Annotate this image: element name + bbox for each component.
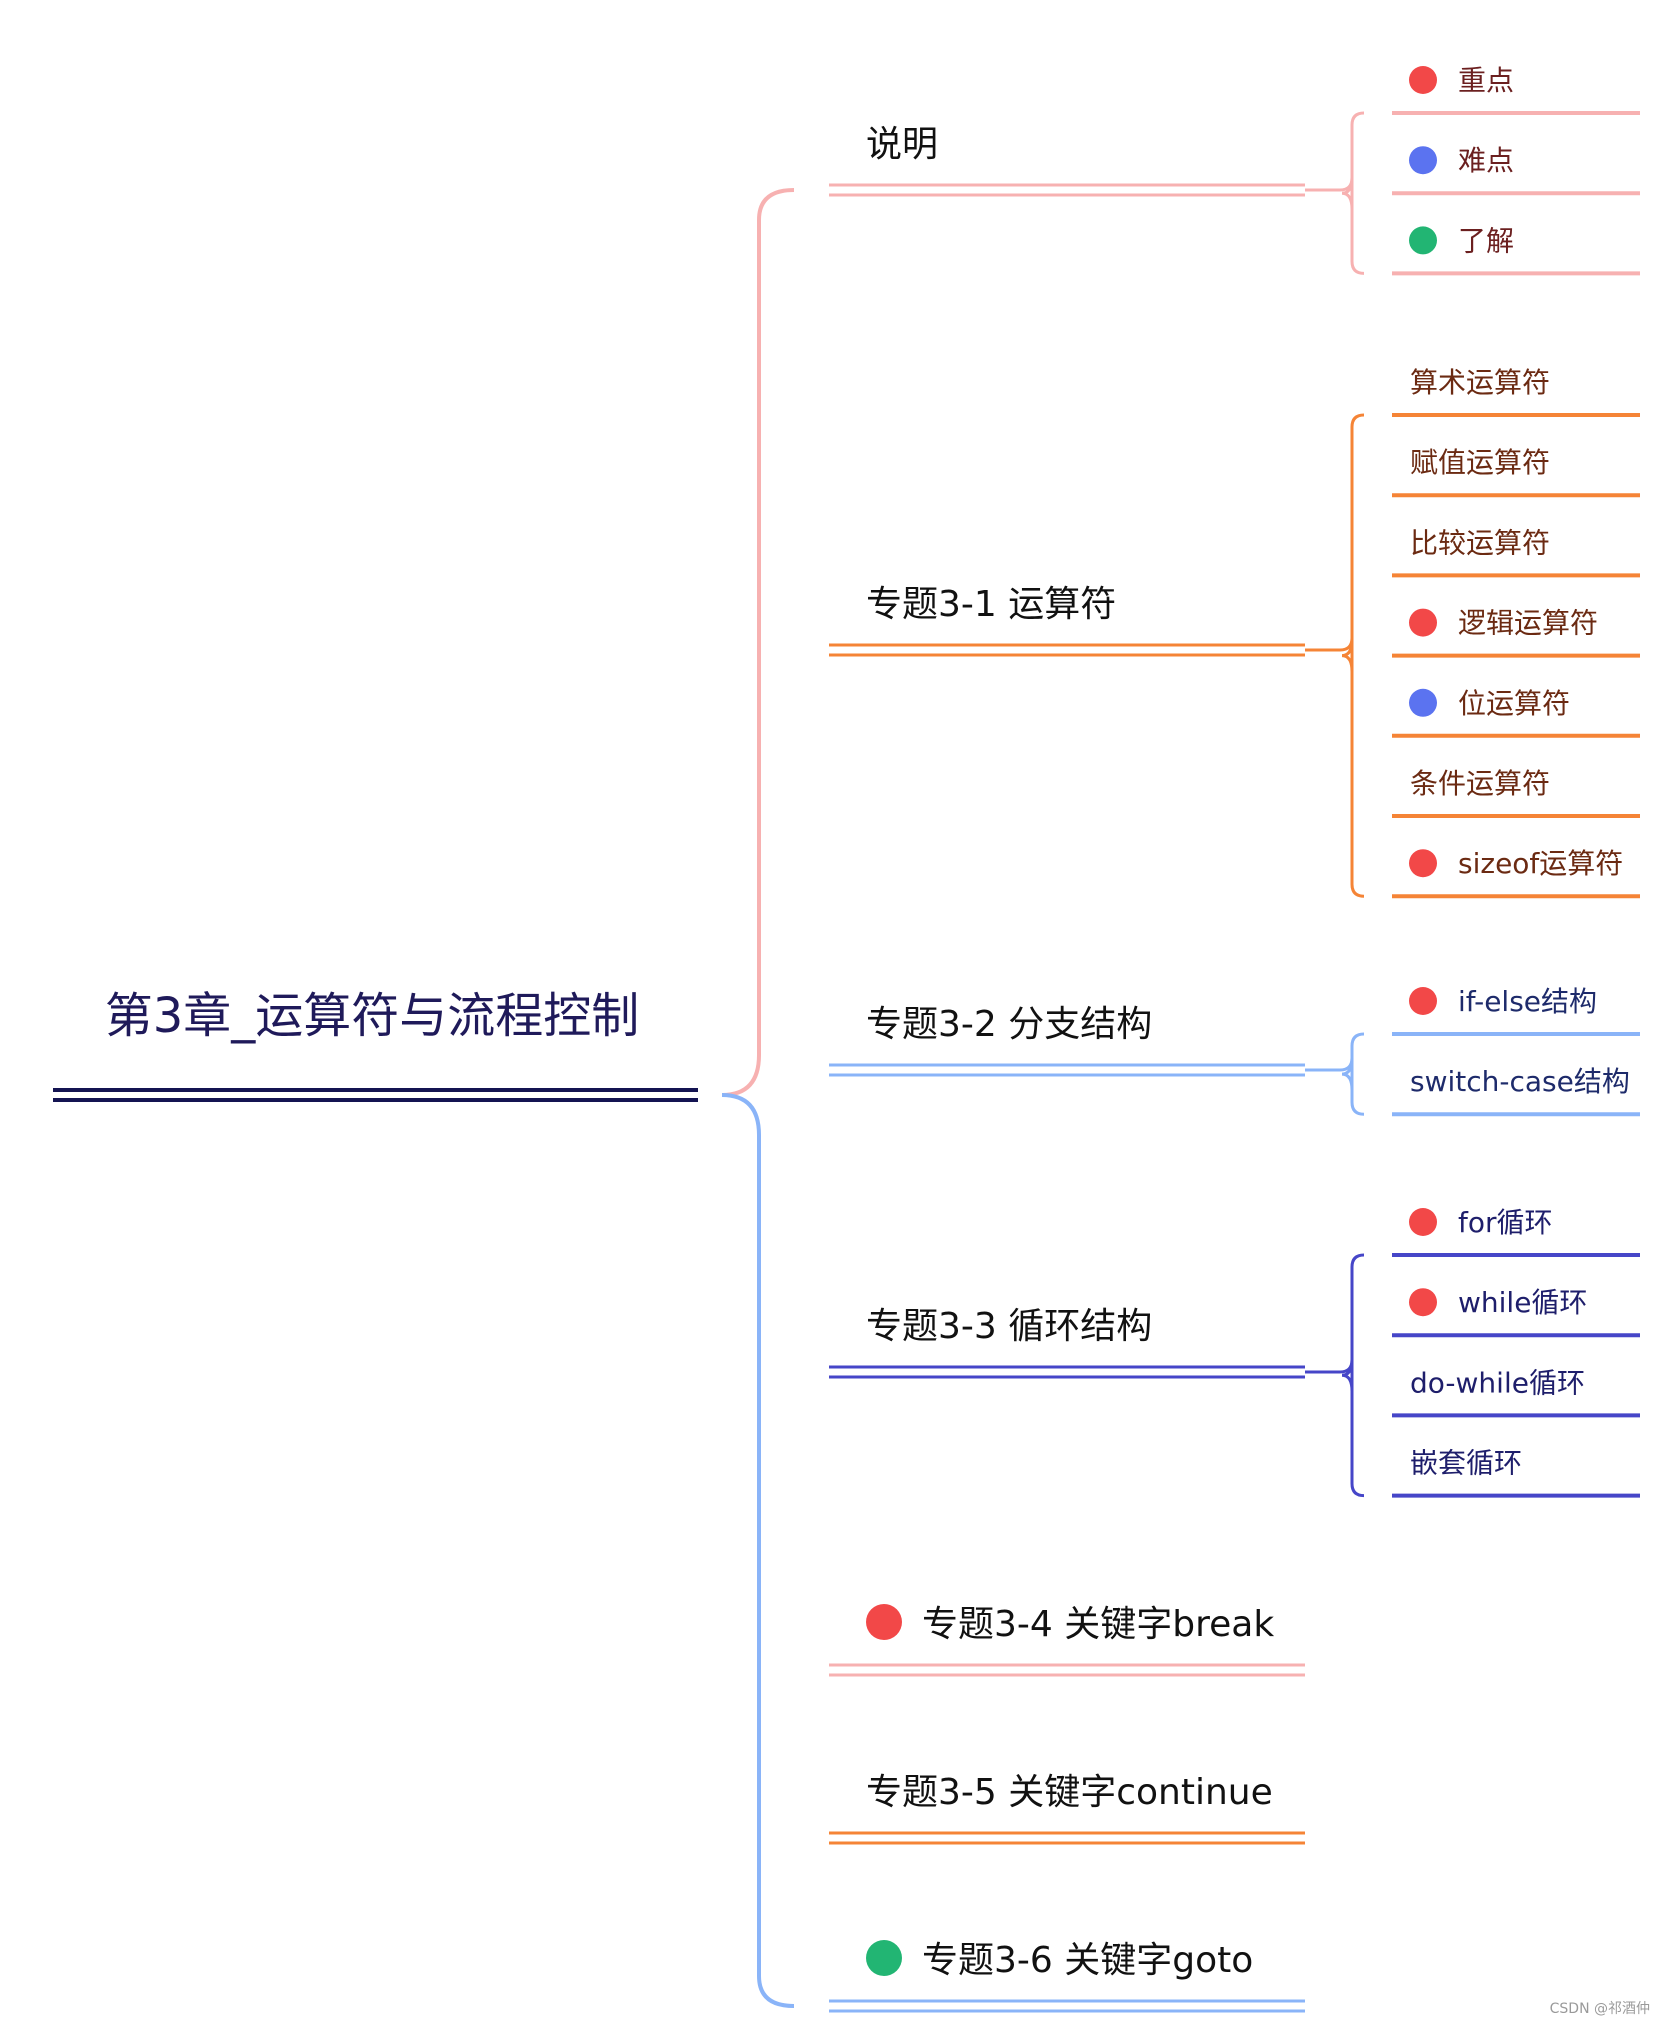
subtopic-label: 逻辑运算符 xyxy=(1458,607,1598,640)
topic-label: 专题3-3 循环结构 xyxy=(866,1306,1152,1347)
subtopic-label: 赋值运算符 xyxy=(1410,446,1550,479)
subtopic-label: 位运算符 xyxy=(1458,687,1570,720)
red-dot-marker-icon xyxy=(1409,1288,1437,1317)
red-dot-marker-icon xyxy=(1409,608,1437,637)
subtopic-label: do-while循环 xyxy=(1410,1366,1585,1399)
topic-label: 专题3-5 关键字continue xyxy=(866,1772,1273,1813)
subtopic-node[interactable]: 位运算符 xyxy=(1392,687,1640,738)
topic-label: 专题3-6 关键字goto xyxy=(922,1940,1253,1981)
topic-label: 专题3-4 关键字break xyxy=(922,1604,1274,1645)
subtopic-label: 重点 xyxy=(1458,64,1514,97)
subtopic-label: 难点 xyxy=(1458,144,1514,177)
subtopic-node[interactable]: 嵌套循环 xyxy=(1392,1447,1640,1498)
subtopic-label: 算术运算符 xyxy=(1410,366,1550,399)
blue-dot-marker-icon xyxy=(1409,688,1437,717)
topic-node[interactable]: 专题3-4 关键字break xyxy=(829,1604,1305,1677)
subtopic-node[interactable]: sizeof运算符 xyxy=(1392,847,1640,899)
subtopic-node[interactable]: for循环 xyxy=(1392,1206,1640,1257)
topic-children-connector xyxy=(1305,1032,1365,1116)
red-dot-marker-icon xyxy=(866,1604,902,1640)
topic-node[interactable]: 专题3-5 关键字continue xyxy=(829,1772,1305,1845)
topic-children-connector xyxy=(1305,413,1365,898)
topic-children-connector xyxy=(1305,1253,1365,1498)
subtopic-node[interactable]: 算术运算符 xyxy=(1392,366,1640,417)
subtopic-label: 条件运算符 xyxy=(1410,767,1550,800)
subtopic-label: while循环 xyxy=(1458,1286,1587,1319)
connector-layer xyxy=(721,111,1365,2008)
red-dot-marker-icon xyxy=(1409,849,1437,878)
red-dot-marker-icon xyxy=(1409,987,1437,1015)
brace-notch xyxy=(1341,1058,1354,1091)
brace-notch xyxy=(1341,639,1354,672)
subtopic-node[interactable]: 了解 xyxy=(1392,224,1640,276)
subtopic-node[interactable]: 重点 xyxy=(1392,64,1640,115)
red-dot-marker-icon xyxy=(1409,66,1437,94)
blue-dot-marker-icon xyxy=(1409,146,1437,175)
subtopic-label: 嵌套循环 xyxy=(1410,1447,1522,1480)
subtopic-node[interactable]: 难点 xyxy=(1392,144,1640,196)
topic-children-connector xyxy=(1305,111,1365,275)
brace-notch xyxy=(1341,177,1354,210)
red-dot-marker-icon xyxy=(1409,1208,1437,1236)
subtopic-label: 了解 xyxy=(1458,224,1514,257)
subtopic-label: for循环 xyxy=(1458,1206,1553,1239)
topic-node[interactable]: 专题3-6 关键字goto xyxy=(829,1940,1305,2013)
subtopic-label: switch-case结构 xyxy=(1410,1065,1630,1098)
topic-label: 专题3-1 运算符 xyxy=(866,584,1116,625)
subtopic-label: sizeof运算符 xyxy=(1458,847,1623,880)
subtopic-node[interactable]: 逻辑运算符 xyxy=(1392,607,1640,658)
subtopic-label: if-else结构 xyxy=(1458,985,1597,1018)
subtopic-node[interactable]: while循环 xyxy=(1392,1286,1640,1338)
green-dot-marker-icon xyxy=(866,1940,902,1976)
subtopic-node[interactable]: do-while循环 xyxy=(1392,1366,1640,1418)
root-node[interactable]: 第3章_运算符与流程控制 xyxy=(53,988,698,1102)
subtopic-node[interactable]: switch-case结构 xyxy=(1392,1065,1640,1117)
subtopic-node[interactable]: if-else结构 xyxy=(1392,985,1640,1036)
root-upper-connector xyxy=(721,188,795,1097)
green-dot-marker-icon xyxy=(1409,226,1437,255)
topic-label: 专题3-2 分支结构 xyxy=(866,1004,1152,1045)
watermark: CSDN @祁酒仲 xyxy=(1550,2001,1650,2017)
brace-notch xyxy=(1341,1359,1354,1392)
topic-node[interactable]: 专题3-2 分支结构 if-else结构 switch-case结构 xyxy=(829,985,1640,1117)
subtopic-node[interactable]: 条件运算符 xyxy=(1392,767,1640,818)
subtopic-node[interactable]: 比较运算符 xyxy=(1392,526,1640,578)
root-lower-connector xyxy=(721,1093,795,2008)
subtopic-label: 比较运算符 xyxy=(1410,526,1550,559)
subtopic-node[interactable]: 赋值运算符 xyxy=(1392,446,1640,498)
topic-label: 说明 xyxy=(866,124,938,165)
root-node-label: 第3章_运算符与流程控制 xyxy=(105,988,640,1044)
